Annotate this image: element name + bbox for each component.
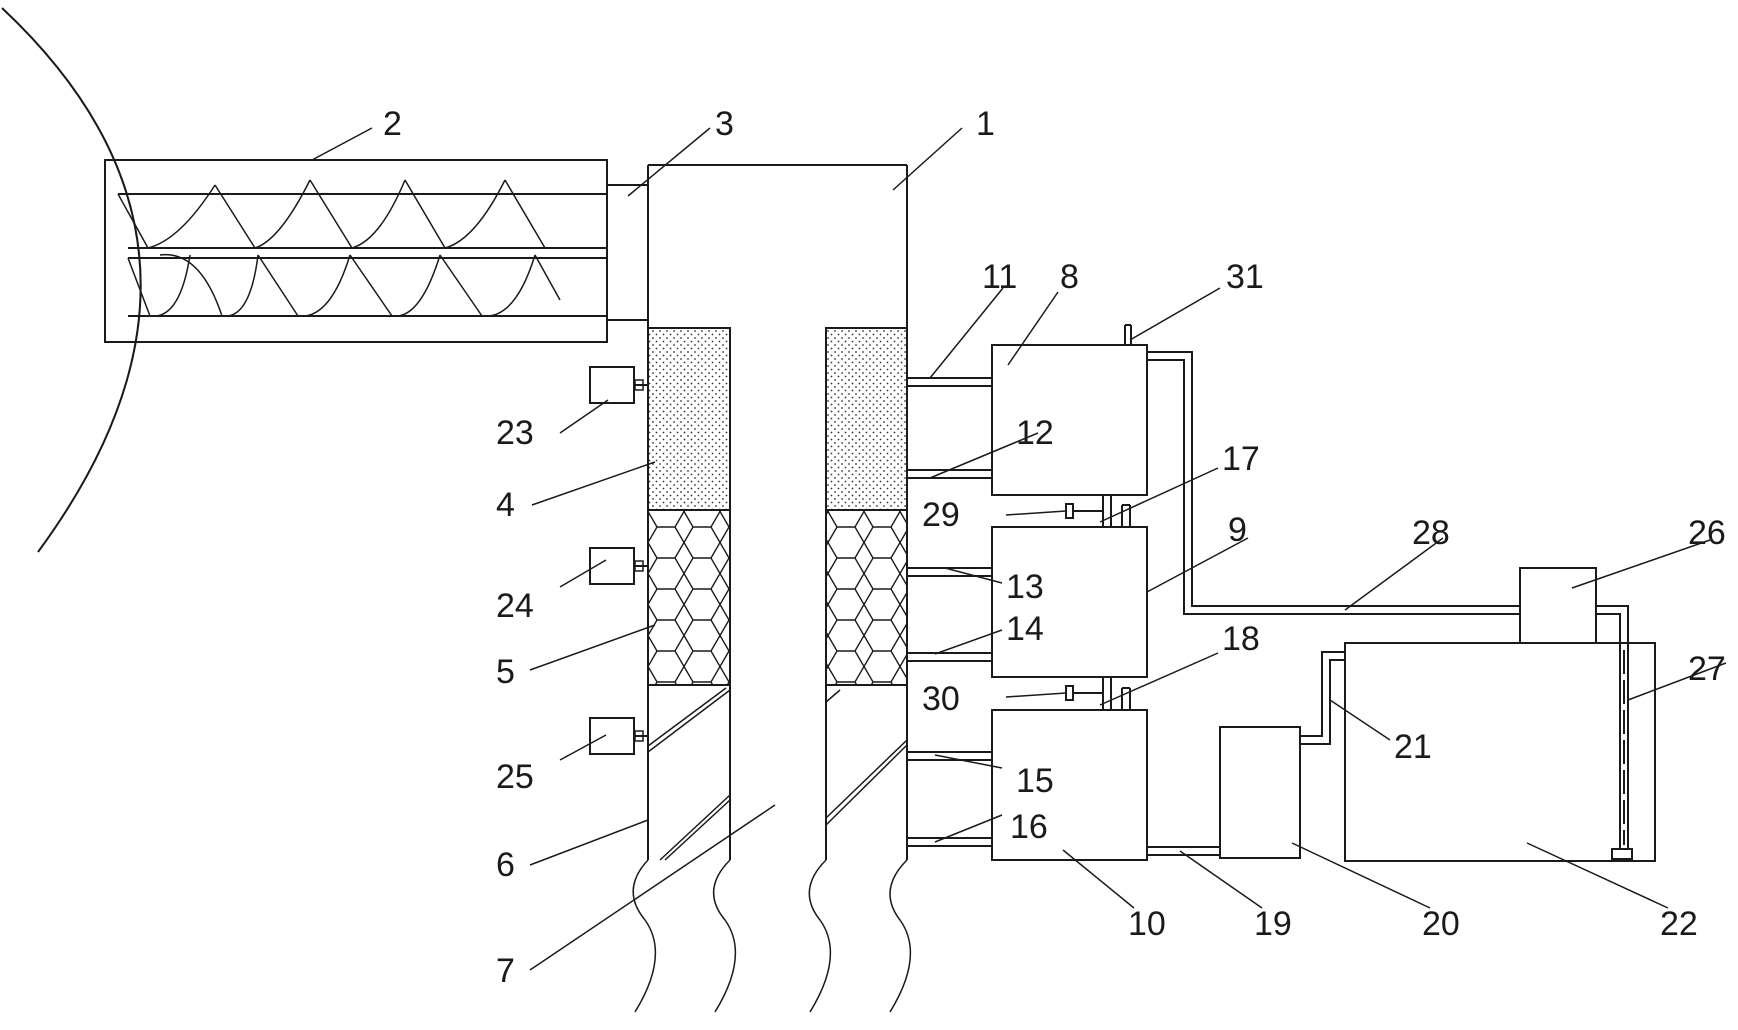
- soil-wavy-lines: [633, 860, 910, 1012]
- label-22: 22: [1660, 905, 1698, 943]
- pipe-28: [1147, 352, 1520, 614]
- label-31: 31: [1226, 258, 1264, 296]
- screw-conveyor: [105, 160, 648, 342]
- filter-layer-hatched: [648, 688, 907, 860]
- label-16: 16: [1010, 808, 1048, 846]
- label-12: 12: [1016, 414, 1054, 452]
- label-4: 4: [496, 486, 515, 524]
- label-7: 7: [496, 952, 515, 990]
- vent-31: [1125, 325, 1131, 345]
- tank-22: [1345, 643, 1655, 861]
- label-10: 10: [1128, 905, 1166, 943]
- label-3: 3: [715, 105, 734, 143]
- sensor-24: [590, 548, 648, 584]
- label-23: 23: [496, 414, 534, 452]
- label-8: 8: [1060, 258, 1079, 296]
- sensor-25: [590, 718, 648, 754]
- label-14: 14: [1006, 610, 1044, 648]
- label-19: 19: [1254, 905, 1292, 943]
- label-28: 28: [1412, 514, 1450, 552]
- label-20: 20: [1422, 905, 1460, 943]
- label-15: 15: [1016, 762, 1054, 800]
- filter-layer-hexagon: [648, 510, 907, 685]
- label-24: 24: [496, 587, 534, 625]
- label-9: 9: [1228, 511, 1247, 549]
- connecting-pipes: [907, 378, 992, 846]
- label-11: 11: [982, 258, 1017, 296]
- unit-20: [1220, 727, 1300, 858]
- label-18: 18: [1222, 620, 1260, 658]
- connector-17-valve-29: [1066, 495, 1130, 527]
- label-5: 5: [496, 653, 515, 691]
- label-30: 30: [922, 680, 960, 718]
- label-29: 29: [922, 496, 960, 534]
- label-26: 26: [1688, 514, 1726, 552]
- label-13: 13: [1006, 568, 1044, 606]
- label-25: 25: [496, 758, 534, 796]
- label-17: 17: [1222, 440, 1260, 478]
- connector-18-valve-30: [1066, 677, 1130, 710]
- pipe-21: [1300, 652, 1345, 744]
- heap-arc: [2, 8, 141, 552]
- unit-26: [1520, 568, 1596, 643]
- label-27: 27: [1688, 650, 1726, 688]
- label-1: 1: [976, 105, 995, 143]
- filter-layer-dotted: [648, 328, 907, 510]
- sensor-23: [590, 367, 648, 403]
- label-21: 21: [1394, 728, 1432, 766]
- label-2: 2: [383, 105, 402, 143]
- label-6: 6: [496, 846, 515, 884]
